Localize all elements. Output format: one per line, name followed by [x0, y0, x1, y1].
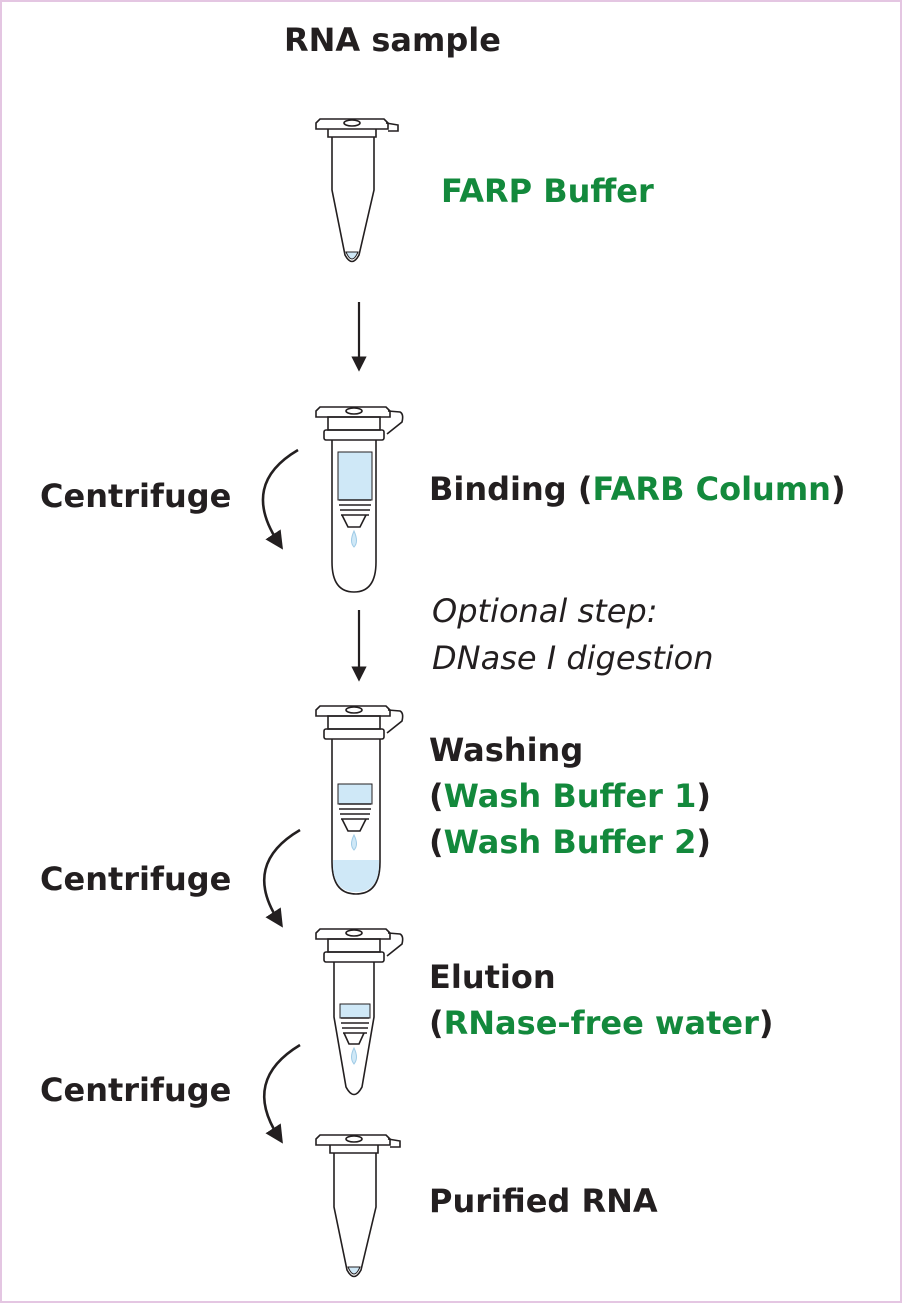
title-rna-sample: RNA sample: [284, 21, 501, 59]
wash2-paren-close: ): [696, 823, 711, 861]
elution-reagent: RNase-free water: [443, 1004, 759, 1042]
tube-washing-icon: [315, 705, 404, 895]
label-wash-buffer-2: (Wash Buffer 2): [429, 826, 711, 858]
tube-purified-icon: [315, 1134, 401, 1278]
elution-paren-close: ): [758, 1004, 774, 1042]
centrifuge-arrow-3: [262, 1043, 301, 1144]
centrifuge-arrow-2: [262, 828, 301, 928]
centrifuge-arrow-1: [261, 448, 299, 550]
optional-step-line-2: DNase I digestion: [432, 639, 714, 677]
label-washing: Washing: [429, 731, 584, 769]
binding-paren-close: ): [830, 470, 846, 508]
tube-binding-icon: [315, 406, 404, 593]
wash1-paren-open: (: [429, 777, 444, 815]
label-centrifuge-3: Centrifuge: [40, 1071, 232, 1109]
label-centrifuge-2: Centrifuge: [40, 860, 232, 898]
label-purified-rna: Purified RNA: [429, 1182, 658, 1220]
label-centrifuge-1: Centrifuge: [40, 477, 232, 515]
wash2-paren-open: (: [429, 823, 444, 861]
optional-step-line-1: Optional step:: [432, 592, 658, 630]
wash1-paren-close: ): [696, 777, 711, 815]
binding-paren-open: (: [577, 470, 593, 508]
label-elution: Elution: [429, 958, 556, 996]
tube-sample-icon: [315, 118, 399, 263]
elution-paren-open: (: [429, 1004, 444, 1042]
label-farp-buffer: FARP Buffer: [441, 172, 654, 210]
label-wash-buffer-1: (Wash Buffer 1): [429, 780, 711, 812]
tube-elution-icon: [315, 928, 404, 1096]
binding-text: Binding: [429, 470, 567, 508]
binding-reagent: FARB Column: [592, 470, 831, 508]
wash1-reagent: Wash Buffer 1: [443, 777, 697, 815]
label-rnase-free-water: (RNase-free water): [429, 1007, 773, 1039]
label-binding: Binding (FARB Column): [429, 473, 846, 505]
wash2-reagent: Wash Buffer 2: [443, 823, 697, 861]
